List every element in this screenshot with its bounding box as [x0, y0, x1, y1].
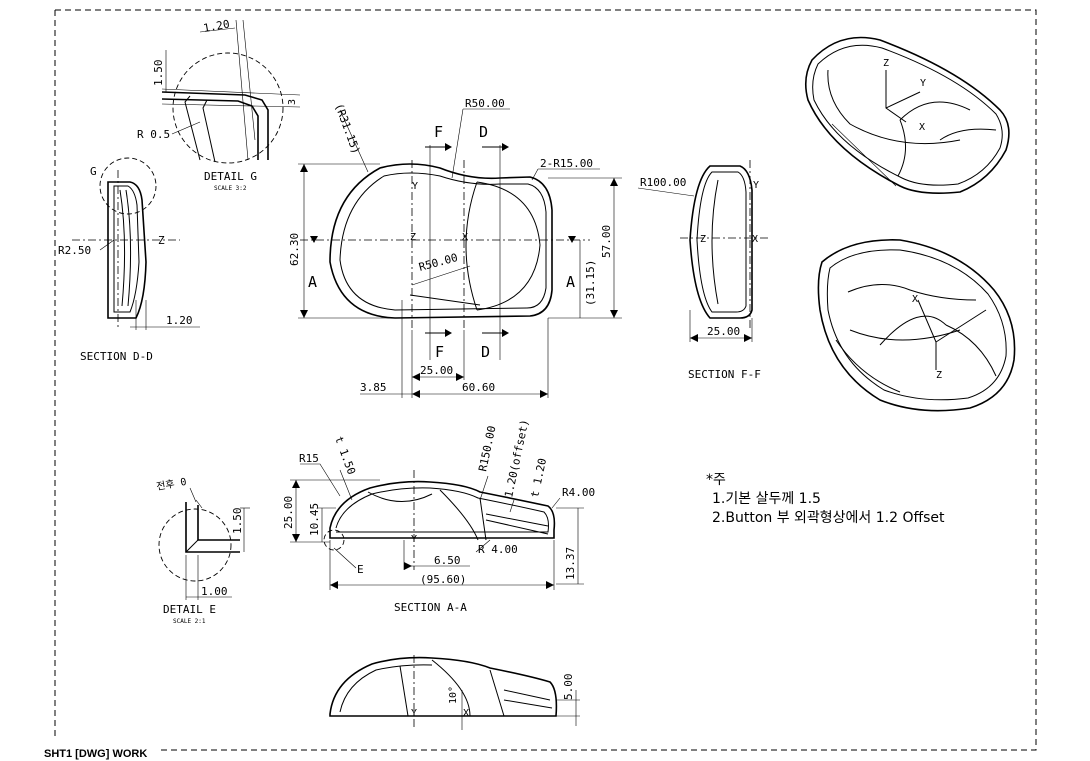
ff-title: SECTION F-F — [688, 368, 761, 381]
top-dim-60: 60.60 — [462, 381, 495, 394]
detail-e: 전후 0 1.50 1.00 DETAIL E SCALE 2:1 — [155, 476, 250, 625]
ff-axis-z: Z — [700, 234, 706, 245]
aa-dim-1045: 10.45 — [308, 503, 321, 536]
detail-g-scale: SCALE 3:2 — [214, 185, 247, 192]
aa-t120: t 1.20 — [528, 457, 549, 499]
top-dim-height: 62.30 — [288, 233, 301, 266]
iso-view-bottom: X Z — [817, 239, 1016, 412]
aa-dim-9560: (95.60) — [420, 573, 466, 586]
top-axis-z: Z — [410, 232, 416, 243]
aa-offset: 1.20(offset) — [502, 418, 531, 498]
detail-e-scale: SCALE 2:1 — [173, 618, 206, 625]
top-axis-x: X — [462, 232, 468, 243]
ff-radius: R100.00 — [640, 176, 686, 189]
aa-dim-1337: 13.37 — [564, 547, 577, 580]
iso-top-axis-x: X — [919, 122, 925, 133]
sheet-label: SHT1 [DWG] WORK — [44, 748, 147, 760]
top-dim-half: (31.15) — [584, 260, 597, 306]
iso-top-axis-z: Z — [883, 58, 889, 69]
top-r-top: R50.00 — [465, 97, 505, 110]
bottom-axis-x: X — [463, 708, 469, 719]
aa-r150: R150.00 — [476, 425, 498, 473]
ff-axis-x: X — [752, 234, 758, 245]
aa-dim-25: 25.00 — [282, 496, 295, 529]
top-dim-25: 25.00 — [420, 364, 453, 377]
section-dd-marker-g: G — [90, 165, 97, 178]
detail-g-dim-left: 1.50 — [152, 60, 165, 87]
sheet-border — [54, 9, 1037, 751]
detail-g-dim-side: 3 — [287, 99, 298, 105]
top-r-left: (R31.15) — [332, 102, 362, 156]
iso-bottom-axis-z: Z — [936, 370, 942, 381]
bottom-angle: 10° — [448, 686, 459, 704]
section-aa: Y E R15 t 1.50 R150.00 1.20(offset) t 1.… — [282, 418, 595, 614]
top-section-a-left: A — [308, 273, 317, 291]
notes: *주 1.기본 살두께 1.5 2.Button 부 외곽형상에서 1.2 Of… — [706, 472, 945, 526]
top-r-inner: R50.00 — [417, 251, 459, 274]
detail-e-dim-150: 1.50 — [231, 508, 244, 535]
top-dim-385: 3.85 — [360, 381, 387, 394]
detail-g-circle — [172, 52, 284, 164]
aa-title: SECTION A-A — [394, 601, 467, 614]
detail-e-note: 전후 0 — [155, 476, 187, 493]
top-section-d-upper: D — [479, 123, 488, 141]
iso-view-top: Z Y X — [804, 36, 1010, 194]
notes-line2: 2.Button 부 외곽형상에서 1.2 Offset — [712, 510, 945, 526]
top-r-corner: 2-R15.00 — [540, 157, 593, 170]
detail-e-dim-100: 1.00 — [201, 585, 228, 598]
detail-g-radius: R 0.5 — [137, 128, 170, 141]
top-section-f-upper: F — [434, 123, 443, 141]
detail-g-title: DETAIL G — [204, 170, 257, 183]
detail-e-circle — [158, 508, 232, 582]
aa-dim-650: 6.50 — [434, 554, 461, 567]
aa-marker-e: E — [357, 563, 364, 576]
notes-line1: 1.기본 살두께 1.5 — [712, 491, 821, 507]
notes-header: *주 — [706, 472, 726, 488]
section-dd-axis-z: Z — [158, 234, 165, 247]
top-section-f-lower: F — [435, 343, 444, 361]
aa-r4-top: R4.00 — [562, 486, 595, 499]
section-dd: G Z R2.50 1.20 SECTION D-D — [58, 157, 200, 363]
bottom-side-view: Y X 10° 5.00 — [329, 655, 580, 730]
iso-top-axis-y: Y — [920, 78, 926, 89]
section-ff: R100.00 Y Z X 25.00 SECTION F-F — [637, 160, 770, 381]
top-section-a-right: A — [566, 273, 575, 291]
top-view: F D F D A A Y Z X (R31.15) R50.00 2-R15.… — [288, 97, 622, 398]
aa-r4-bottom: R 4.00 — [478, 543, 518, 556]
top-dim-right-height: 57.00 — [600, 225, 613, 258]
detail-g: 1.20 1.50 3 R 0.5 DETAIL G SCALE 3:2 — [137, 18, 301, 192]
section-dd-title: SECTION D-D — [80, 350, 153, 363]
aa-axis-y: Y — [411, 534, 417, 545]
aa-t150: t 1.50 — [332, 435, 358, 477]
bottom-axis-y: Y — [411, 708, 417, 719]
section-dd-radius: R2.50 — [58, 244, 91, 257]
top-axis-y: Y — [412, 181, 418, 192]
iso-bottom-axis-x: X — [912, 294, 918, 305]
aa-r15: R15 — [299, 452, 319, 465]
detail-g-dim-top: 1.20 — [202, 18, 230, 35]
ff-axis-y: Y — [753, 180, 759, 191]
top-section-d-lower: D — [481, 343, 490, 361]
section-dd-dim-bottom: 1.20 — [166, 314, 193, 327]
bottom-dim-500: 5.00 — [562, 674, 575, 701]
ff-dim-width: 25.00 — [707, 325, 740, 338]
detail-e-title: DETAIL E — [163, 603, 216, 616]
